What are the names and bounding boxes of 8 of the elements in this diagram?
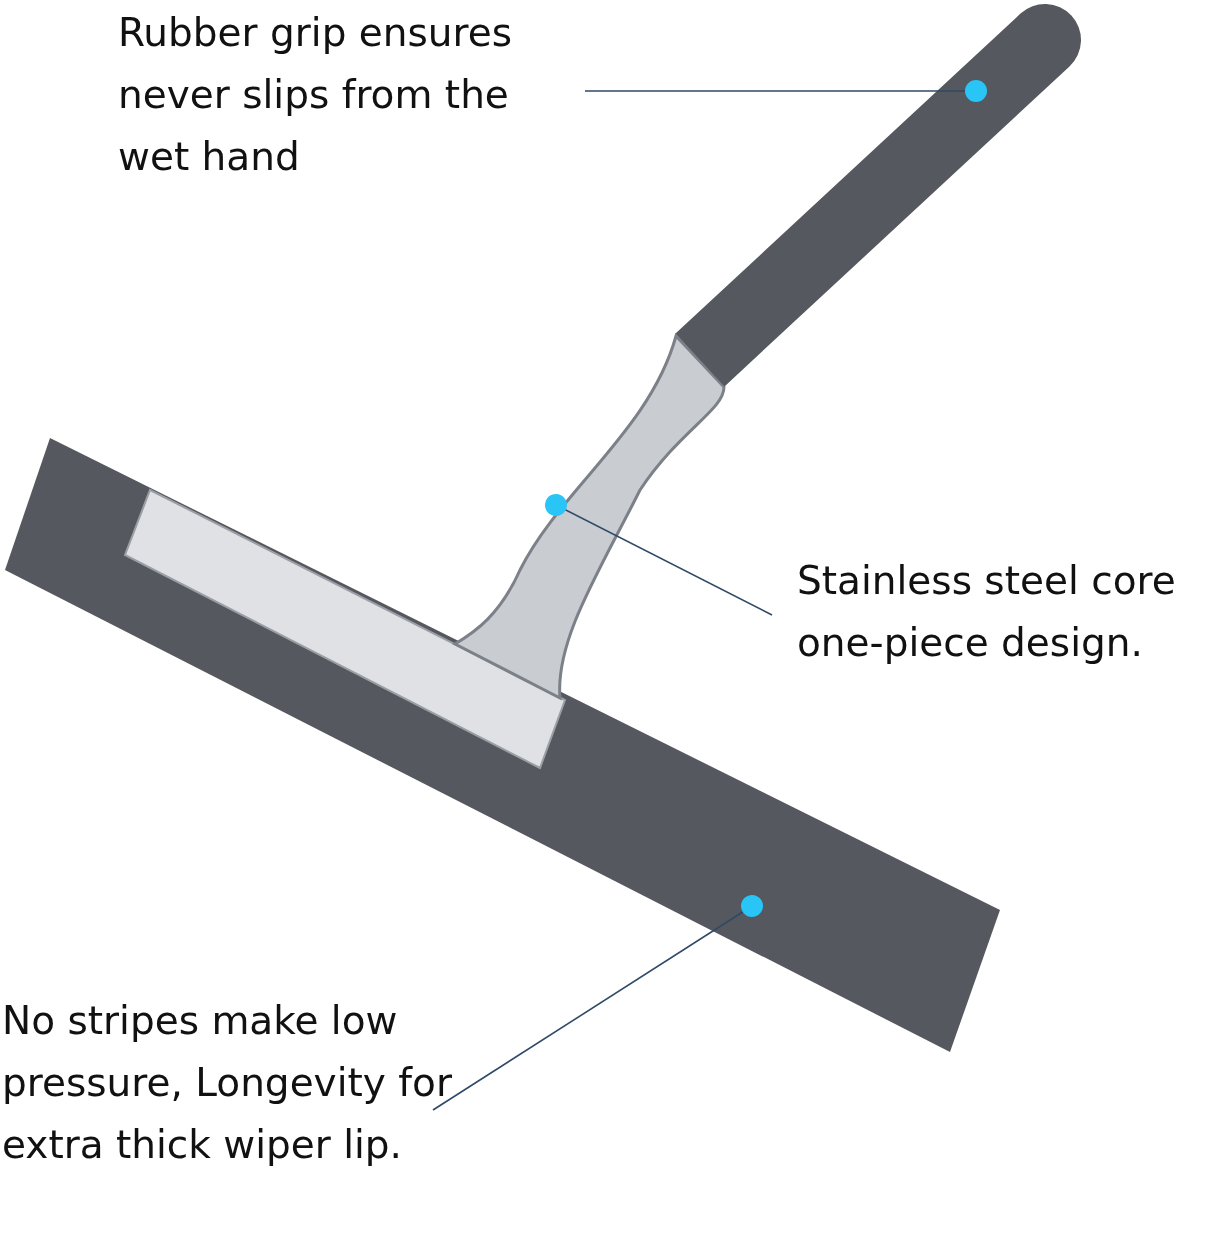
callout-text: Rubber grip ensures never slips from the wet hand — [118, 2, 538, 188]
leader-line — [584, 80, 987, 102]
leader-line — [432, 895, 763, 1111]
leader-line — [545, 494, 773, 616]
rubber-grip — [675, 4, 1081, 387]
callout-text: No stripes make low pressure, Longevity for extra thick wiper lip. — [2, 990, 452, 1176]
callout-text: Stainless steel core one-piece design. — [797, 550, 1222, 674]
steel-core — [453, 334, 726, 700]
